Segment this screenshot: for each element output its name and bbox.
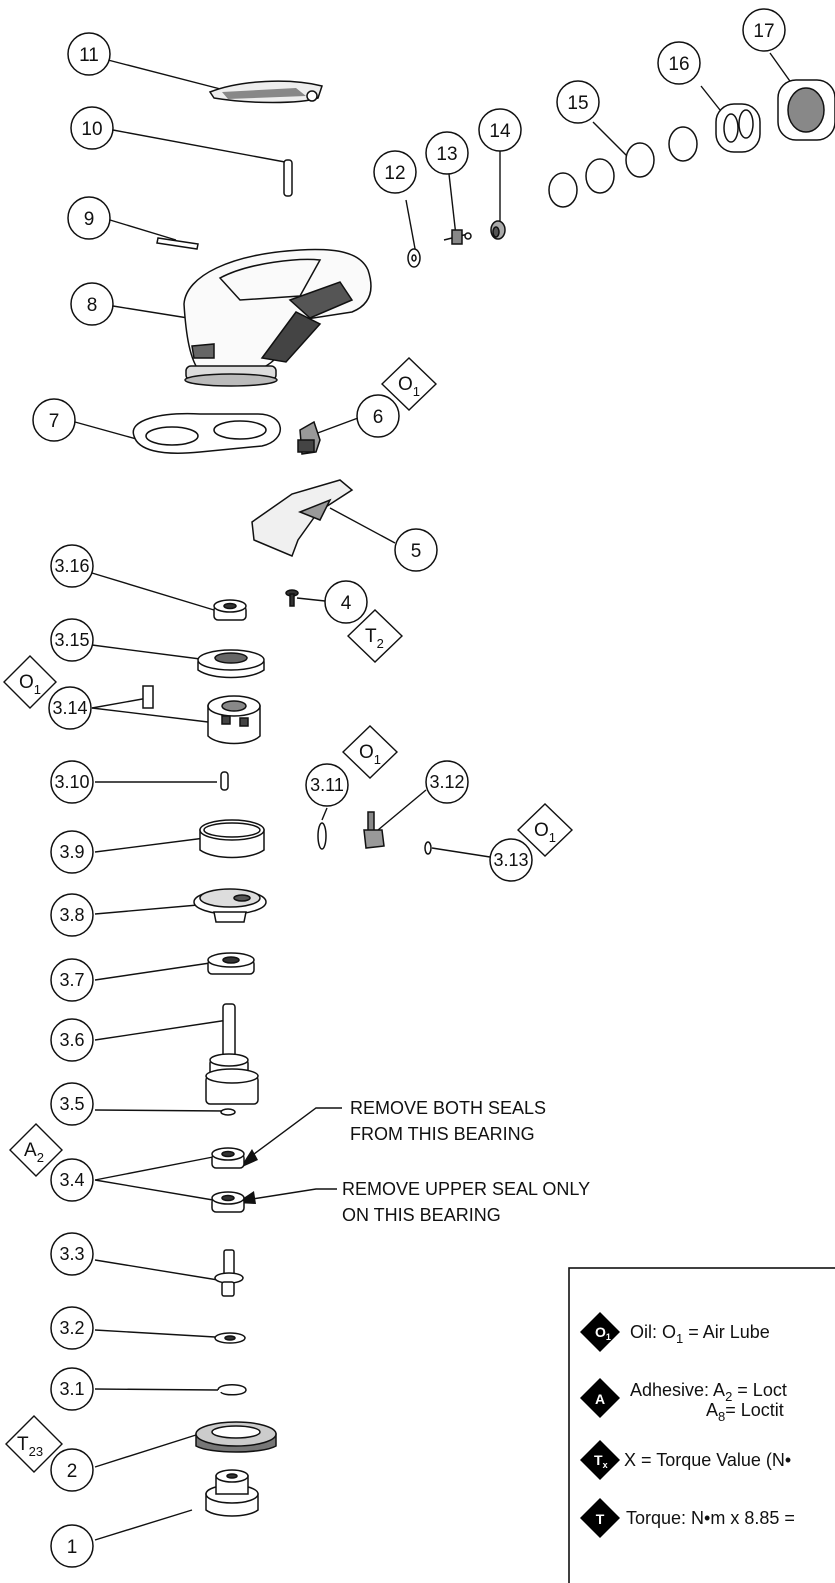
callout-16: 16 (668, 54, 689, 75)
legend-torque-conversion-text: Torque: N•m x 8.85 = (626, 1508, 795, 1528)
callout-3-6: 3.6 (59, 1030, 84, 1050)
callout-5: 5 (411, 541, 422, 562)
part-3-14-vane (142, 685, 154, 709)
callout-4: 4 (341, 593, 352, 614)
tag-t23-part2: T23 (17, 1434, 43, 1459)
spec-tags: O1 T2 O1 O1 O1 A2 T23 (3, 357, 574, 1473)
part-3-1-snap-ring (217, 1384, 247, 1396)
legend-adhesive-line2: A8= Loctit (706, 1400, 784, 1424)
part-5-cover (251, 479, 354, 557)
part-7-gasket (132, 412, 281, 454)
part-3-13-seal (424, 841, 432, 855)
note-remove-both-line1: REMOVE BOTH SEALS (350, 1098, 546, 1118)
callout-1: 1 (67, 1537, 78, 1558)
callout-3-4: 3.4 (59, 1170, 84, 1190)
bearing-notes: REMOVE BOTH SEALS FROM THIS BEARING REMO… (342, 1098, 590, 1225)
callout-7: 7 (49, 411, 60, 432)
adhesive-icon (580, 1378, 620, 1418)
note-remove-both-line2: FROM THIS BEARING (350, 1124, 535, 1144)
svg-text:A: A (595, 1391, 605, 1407)
part-4-screw (285, 589, 299, 607)
callout-3-9: 3.9 (59, 842, 84, 862)
part-12-washer (407, 248, 421, 268)
part-10-pin (283, 159, 293, 197)
callout-17: 17 (753, 21, 774, 42)
callout-6: 6 (373, 407, 384, 428)
part-3-11-o-ring (317, 822, 327, 850)
callout-13: 13 (436, 144, 457, 165)
part-3-9-ring (199, 819, 265, 859)
note-remove-upper-line1: REMOVE UPPER SEAL ONLY (342, 1179, 590, 1199)
parts (132, 79, 835, 1517)
callout-3-11: 3.11 (310, 775, 344, 795)
callout-15: 15 (567, 93, 588, 114)
callout-3-15: 3.15 (54, 630, 89, 650)
tag-o1-3-11: O1 (359, 742, 381, 767)
part-3-3-shaft (214, 1249, 244, 1297)
part-8-housing (183, 248, 372, 387)
tag-o1-part6: O1 (398, 374, 420, 399)
part-3-8-plate (193, 888, 267, 923)
part-3-16-bearing (213, 599, 247, 621)
part-3-6-rotor (205, 1003, 259, 1105)
part-11-lever (208, 80, 323, 104)
part-3-4-bearing-lower (211, 1191, 245, 1213)
callouts: 11 10 9 8 7 6 5 4 12 13 14 15 16 17 3.16… (32, 8, 786, 1568)
callout-3-5: 3.5 (59, 1094, 84, 1114)
part-14-spring (490, 220, 506, 240)
legend-box: O1 Oil: O1 = Air Lube A Adhesive: A2 = L… (568, 1267, 835, 1583)
svg-text:Tx: Tx (594, 1452, 608, 1470)
part-17-plate (777, 79, 835, 141)
part-3-14-cylinder (207, 695, 261, 745)
part-3-10-pin (220, 771, 229, 791)
callout-8: 8 (87, 295, 98, 316)
part-3-5-clip (220, 1108, 236, 1116)
callout-14: 14 (489, 121, 511, 142)
callout-3-14: 3.14 (52, 698, 87, 718)
part-15-mufflers (548, 126, 698, 208)
part-13-spindle (443, 229, 472, 245)
callout-3-8: 3.8 (59, 905, 84, 925)
part-3-7-bearing (207, 952, 255, 975)
callout-3-16: 3.16 (54, 556, 89, 576)
legend-torque-value-text: X = Torque Value (N• (624, 1450, 791, 1470)
callout-3-7: 3.7 (59, 970, 84, 990)
leader-lines (74, 52, 793, 1541)
legend-oil-text: Oil: O1 = Air Lube (630, 1322, 770, 1346)
part-16-gasket (715, 103, 761, 153)
torque-icon (580, 1498, 620, 1538)
tag-o1-3-14: O1 (19, 672, 41, 697)
callout-3-3: 3.3 (59, 1244, 84, 1264)
callout-3-1: 3.1 (59, 1379, 84, 1399)
torque-x-icon (580, 1440, 620, 1480)
callout-3-13: 3.13 (493, 850, 528, 870)
part-1-hub (205, 1469, 259, 1517)
part-3-2-washer (214, 1332, 246, 1344)
legend-adhesive-line1: Adhesive: A2 = Loct (630, 1380, 787, 1404)
note-remove-upper-line2: ON THIS BEARING (342, 1205, 501, 1225)
part-6-valve (297, 420, 321, 455)
oil-icon (580, 1312, 620, 1352)
part-3-4-bearing-upper (211, 1147, 245, 1169)
svg-text:O1: O1 (595, 1324, 611, 1342)
callout-3-12: 3.12 (429, 772, 464, 792)
part-3-12-valve (363, 811, 385, 849)
callout-3-2: 3.2 (59, 1318, 84, 1338)
callout-11: 11 (79, 45, 99, 66)
callout-2: 2 (67, 1461, 78, 1482)
part-9-pin (156, 237, 199, 250)
callout-3-10: 3.10 (54, 772, 89, 792)
part-3-15-cap (197, 649, 265, 679)
tag-o1-3-13: O1 (534, 820, 556, 845)
callout-9: 9 (84, 209, 95, 230)
callout-12: 12 (384, 163, 405, 184)
svg-text:T: T (596, 1511, 605, 1527)
callout-10: 10 (81, 119, 102, 140)
tag-t2-part4: T2 (365, 626, 384, 651)
tag-a2-3-4: A2 (24, 1140, 44, 1165)
part-2-nut (195, 1421, 277, 1453)
